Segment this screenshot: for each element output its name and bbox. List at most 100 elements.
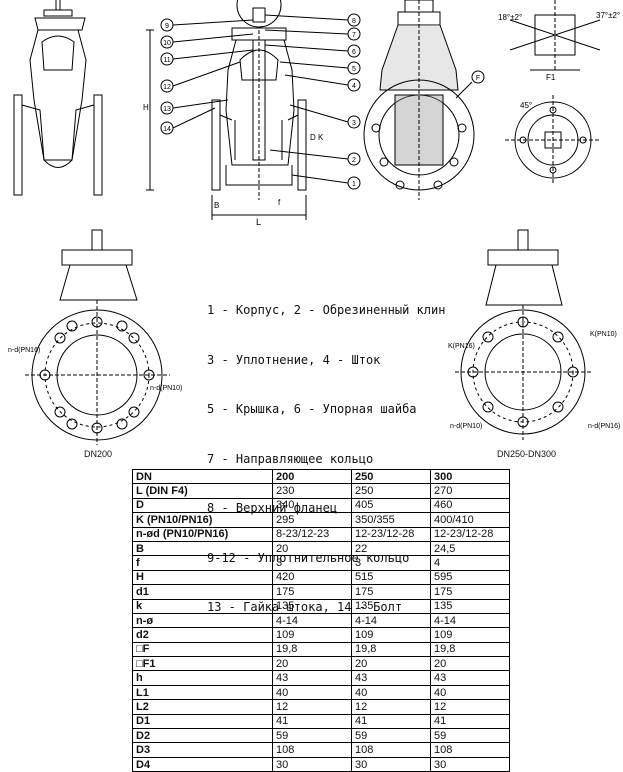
legend-line: 1 - Корпус, 2 - Обрезиненный клин bbox=[207, 303, 446, 317]
table-header-row: DN 200 250 300 bbox=[132, 468, 510, 485]
param-cell: d1 bbox=[132, 584, 273, 600]
legend-line: 7 - Направляющее кольцо bbox=[207, 451, 374, 466]
value-cell: 350/355 bbox=[351, 512, 431, 528]
value-cell: 4-14 bbox=[430, 612, 510, 629]
value-cell: 30 bbox=[272, 756, 352, 772]
value-cell: 515 bbox=[351, 569, 431, 586]
callout-14: 14 bbox=[163, 126, 171, 133]
dim-F1: F1 bbox=[546, 73, 556, 82]
value-cell: 8-23/12-23 bbox=[272, 526, 352, 542]
value-cell: 460 bbox=[430, 497, 510, 514]
technical-drawing: H L B K D f 9 10 11 12 13 14 8 7 6 5 4 3 bbox=[8, 0, 620, 445]
value-cell: 40 bbox=[272, 684, 352, 701]
param-cell: L2 bbox=[132, 699, 273, 715]
value-cell: 109 bbox=[351, 627, 431, 643]
param-cell: k bbox=[132, 598, 273, 614]
value-cell: 4-14 bbox=[272, 612, 352, 629]
param-cell: d2 bbox=[132, 627, 273, 643]
param-cell: D3 bbox=[132, 742, 273, 758]
dim-B: B bbox=[214, 201, 219, 210]
callout-7: 7 bbox=[352, 32, 356, 39]
value-cell: 59 bbox=[272, 728, 352, 744]
header-cell: 300 bbox=[430, 468, 510, 485]
param-cell: D bbox=[132, 497, 273, 514]
value-cell: 59 bbox=[351, 728, 431, 744]
value-cell: 109 bbox=[272, 627, 352, 643]
dn250-k-pn16: K(PN16) bbox=[448, 343, 475, 350]
param-cell: D2 bbox=[132, 728, 273, 744]
value-cell: 109 bbox=[430, 627, 510, 643]
value-cell: 12 bbox=[272, 699, 352, 715]
value-cell: 30 bbox=[430, 756, 510, 772]
param-cell: K (PN10/PN16) bbox=[132, 512, 273, 528]
callout-8: 8 bbox=[352, 18, 356, 25]
value-cell: 135 bbox=[272, 598, 352, 614]
top-flange-detail bbox=[505, 95, 600, 185]
callout-13: 13 bbox=[163, 106, 171, 113]
param-cell: L1 bbox=[132, 684, 273, 701]
section-view-valve bbox=[146, 0, 307, 220]
header-cell: DN bbox=[132, 468, 273, 485]
callout-4: 4 bbox=[352, 83, 356, 90]
dim-K: K bbox=[318, 133, 324, 142]
value-cell: 4-14 bbox=[351, 612, 431, 629]
legend-line: 5 - Крышка, 6 - Упорная шайба bbox=[207, 402, 417, 416]
angle-37: 37°±2° bbox=[596, 11, 620, 20]
value-cell: 340 bbox=[272, 497, 352, 514]
dn250-k-pn10: K(PN10) bbox=[590, 331, 617, 338]
value-cell: 41 bbox=[351, 713, 431, 730]
value-cell: 230 bbox=[272, 483, 352, 499]
value-cell: 108 bbox=[430, 742, 510, 758]
value-cell: 40 bbox=[351, 684, 431, 701]
callouts-right bbox=[264, 13, 361, 190]
header-cell: 250 bbox=[351, 468, 431, 485]
value-cell: 20 bbox=[272, 656, 352, 672]
value-cell: 12 bbox=[430, 699, 510, 715]
callout-3: 3 bbox=[352, 120, 356, 127]
callout-1: 1 bbox=[352, 181, 356, 188]
param-cell: L (DIN F4) bbox=[132, 483, 273, 499]
value-cell: 3 bbox=[272, 555, 352, 571]
dn200-nd-pn16: n-d(PN16) bbox=[8, 347, 40, 354]
param-cell: D1 bbox=[132, 713, 273, 730]
value-cell: 250 bbox=[351, 483, 431, 499]
dim-L: L bbox=[256, 217, 261, 227]
value-cell: 135 bbox=[430, 598, 510, 614]
param-cell: n-ød (PN10/PN16) bbox=[132, 526, 273, 542]
front-view-valve bbox=[13, 0, 103, 196]
dn250-nd-pn16: n-d(PN16) bbox=[588, 423, 620, 430]
param-cell: B bbox=[132, 540, 273, 557]
value-cell: 22 bbox=[351, 540, 431, 557]
angle-45: 45° bbox=[520, 101, 532, 110]
callout-2: 2 bbox=[352, 157, 356, 164]
callout-10: 10 bbox=[163, 40, 171, 47]
value-cell: 405 bbox=[351, 497, 431, 514]
param-cell: H bbox=[132, 569, 273, 586]
value-cell: 41 bbox=[430, 713, 510, 730]
param-cell: f bbox=[132, 555, 273, 571]
param-cell: D4 bbox=[132, 756, 273, 772]
value-cell: 43 bbox=[351, 670, 431, 686]
value-cell: 12 bbox=[351, 699, 431, 715]
value-cell: 19,8 bbox=[351, 641, 431, 658]
value-cell: 59 bbox=[430, 728, 510, 744]
dn250-300-caption: DN250-DN300 bbox=[497, 449, 557, 459]
legend-line: 3 - Уплотнение, 4 - Шток bbox=[207, 352, 381, 367]
value-cell: 30 bbox=[351, 756, 431, 772]
